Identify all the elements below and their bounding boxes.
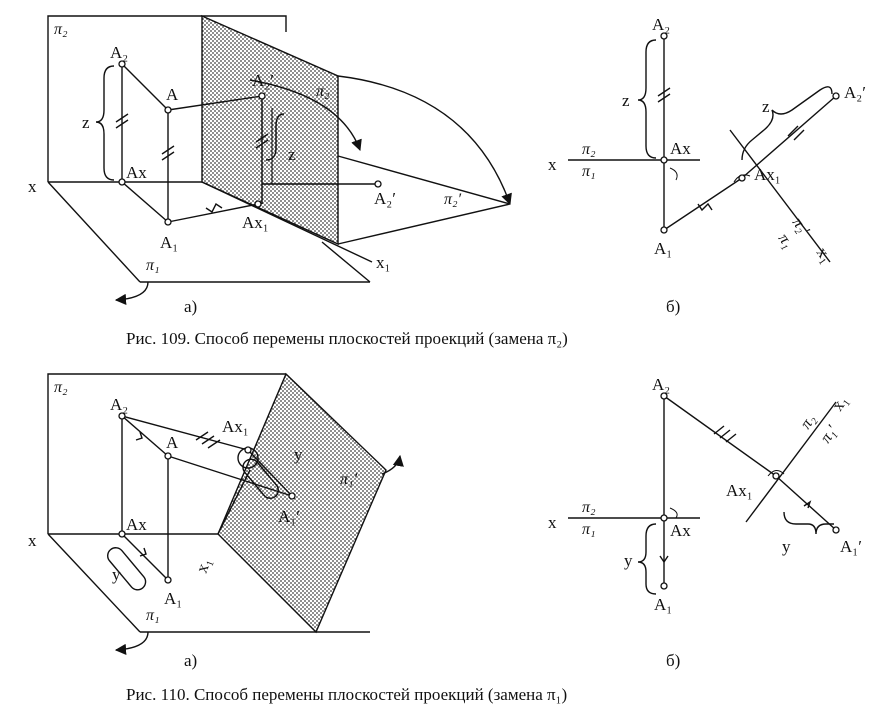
fig110b-A2-label: A₂ xyxy=(652,375,670,394)
fig109a-A-label: A xyxy=(166,85,179,104)
fig109-sublabel-b: б) xyxy=(666,297,680,316)
fig110a-y2-label: y xyxy=(294,445,303,464)
fig110a-A1-label: A₁ xyxy=(164,589,182,608)
fig109a-pi2-label: π₂ xyxy=(54,21,68,38)
fig109-sublabel-a: а) xyxy=(184,297,197,316)
fig109b-z2-label: z xyxy=(762,97,770,116)
fig109a-z2-label: z xyxy=(288,145,296,164)
fig110b-Ax-label: Ax xyxy=(670,521,691,540)
fig109a-Ax-label: Ax xyxy=(126,163,147,182)
fig109a-A2p-right-label: A₂′ xyxy=(374,189,396,208)
fig109a-A2-label: A₂ xyxy=(110,43,128,62)
fig109b-Ax1-label: Ax₁ xyxy=(754,165,781,184)
fig109a-pi1-label: π₁ xyxy=(146,257,160,274)
fig109a-pi2p-label: π₂′ xyxy=(444,191,462,208)
fig109b-pi1-rot-label: π₁ xyxy=(775,231,797,252)
fig110b-pi1-label: π₁ xyxy=(582,521,596,538)
fig109a-x-label: x xyxy=(28,177,37,196)
fig110a-Ax1-label: Ax₁ xyxy=(222,417,249,436)
fig110a-x-label: x xyxy=(28,531,37,550)
fig110b-x-label: x xyxy=(548,513,557,532)
fig109b-A1-label: A₁ xyxy=(654,239,672,258)
fig109-right-diagram: A₂ A₂′ A₁ Ax Ax₁ x π₂ π₁ z z π₁ π₂′ x₁ xyxy=(548,15,866,266)
fig109b-A2p-label: A₂′ xyxy=(844,83,866,102)
fig109a-Ax1-label: Ax₁ xyxy=(242,213,269,232)
fig109a-pi2p-top-label: π₂ xyxy=(316,83,330,100)
fig109-caption: Рис. 109. Способ перемены плоскостей про… xyxy=(126,329,568,348)
fig110a-Ax-label: Ax xyxy=(126,515,147,534)
fig109b-pi2-label: π₂ xyxy=(582,141,596,158)
fig109b-Ax-label: Ax xyxy=(670,139,691,158)
fig110b-pi1p-rot-label: π₁′ xyxy=(817,422,841,446)
fig110a-pi1-label: π₁ xyxy=(146,607,160,624)
fig109b-x-label: x xyxy=(548,155,557,174)
fig110-sublabel-b: б) xyxy=(666,651,680,670)
fig110-left-diagram: π₂ π₁ π₁′ A₂ A A₁ A₁′ Ax Ax₁ x x₁ y y xyxy=(28,372,404,655)
fig110b-x1-label: x₁ xyxy=(828,392,852,415)
fig110a-y-label: y xyxy=(112,565,121,584)
fig110a-A2-label: A₂ xyxy=(110,395,128,414)
fig109b-pi1-label: π₁ xyxy=(582,163,596,180)
fig109a-z-label: z xyxy=(82,113,90,132)
fig110a-A-label: A xyxy=(166,433,179,452)
fig109b-z-label: z xyxy=(622,91,630,110)
fig110-right-diagram: A₂ A₁ A₁′ Ax Ax₁ x π₂ π₁ y y π₂ π₁′ x₁ xyxy=(548,375,862,614)
fig110b-y2-label: y xyxy=(782,537,791,556)
fig109-left-diagram: π₂ π₁ π₂′ π₂ A₂ A A₂′ A₂′ A₁ Ax Ax₁ x x₁… xyxy=(28,14,512,305)
fig110a-pi2-label: π₂ xyxy=(54,379,68,396)
fig110b-y-label: y xyxy=(624,551,633,570)
fig110-sublabel-a: а) xyxy=(184,651,197,670)
fig110-caption: Рис. 110. Способ перемены плоскостей про… xyxy=(126,685,567,704)
fig109b-x1-label: x₁ xyxy=(813,243,837,266)
fig110b-A1p-label: A₁′ xyxy=(840,537,862,556)
fig109a-A1-label: A₁ xyxy=(160,233,178,252)
fig110b-pi2-label: π₂ xyxy=(582,499,596,516)
fig110a-A1p-label: A₁′ xyxy=(278,507,300,526)
fig110a-pi1p-label: π₁′ xyxy=(340,471,358,488)
fig110b-Ax1-label: Ax₁ xyxy=(726,481,753,500)
fig109a-x1-label: x₁ xyxy=(376,253,390,272)
fig110b-A1-label: A₁ xyxy=(654,595,672,614)
fig110a-x1-label: x₁ xyxy=(192,555,215,575)
fig109a-A2p-label: A₂′ xyxy=(252,71,274,90)
fig109b-A2-label: A₂ xyxy=(652,15,670,34)
